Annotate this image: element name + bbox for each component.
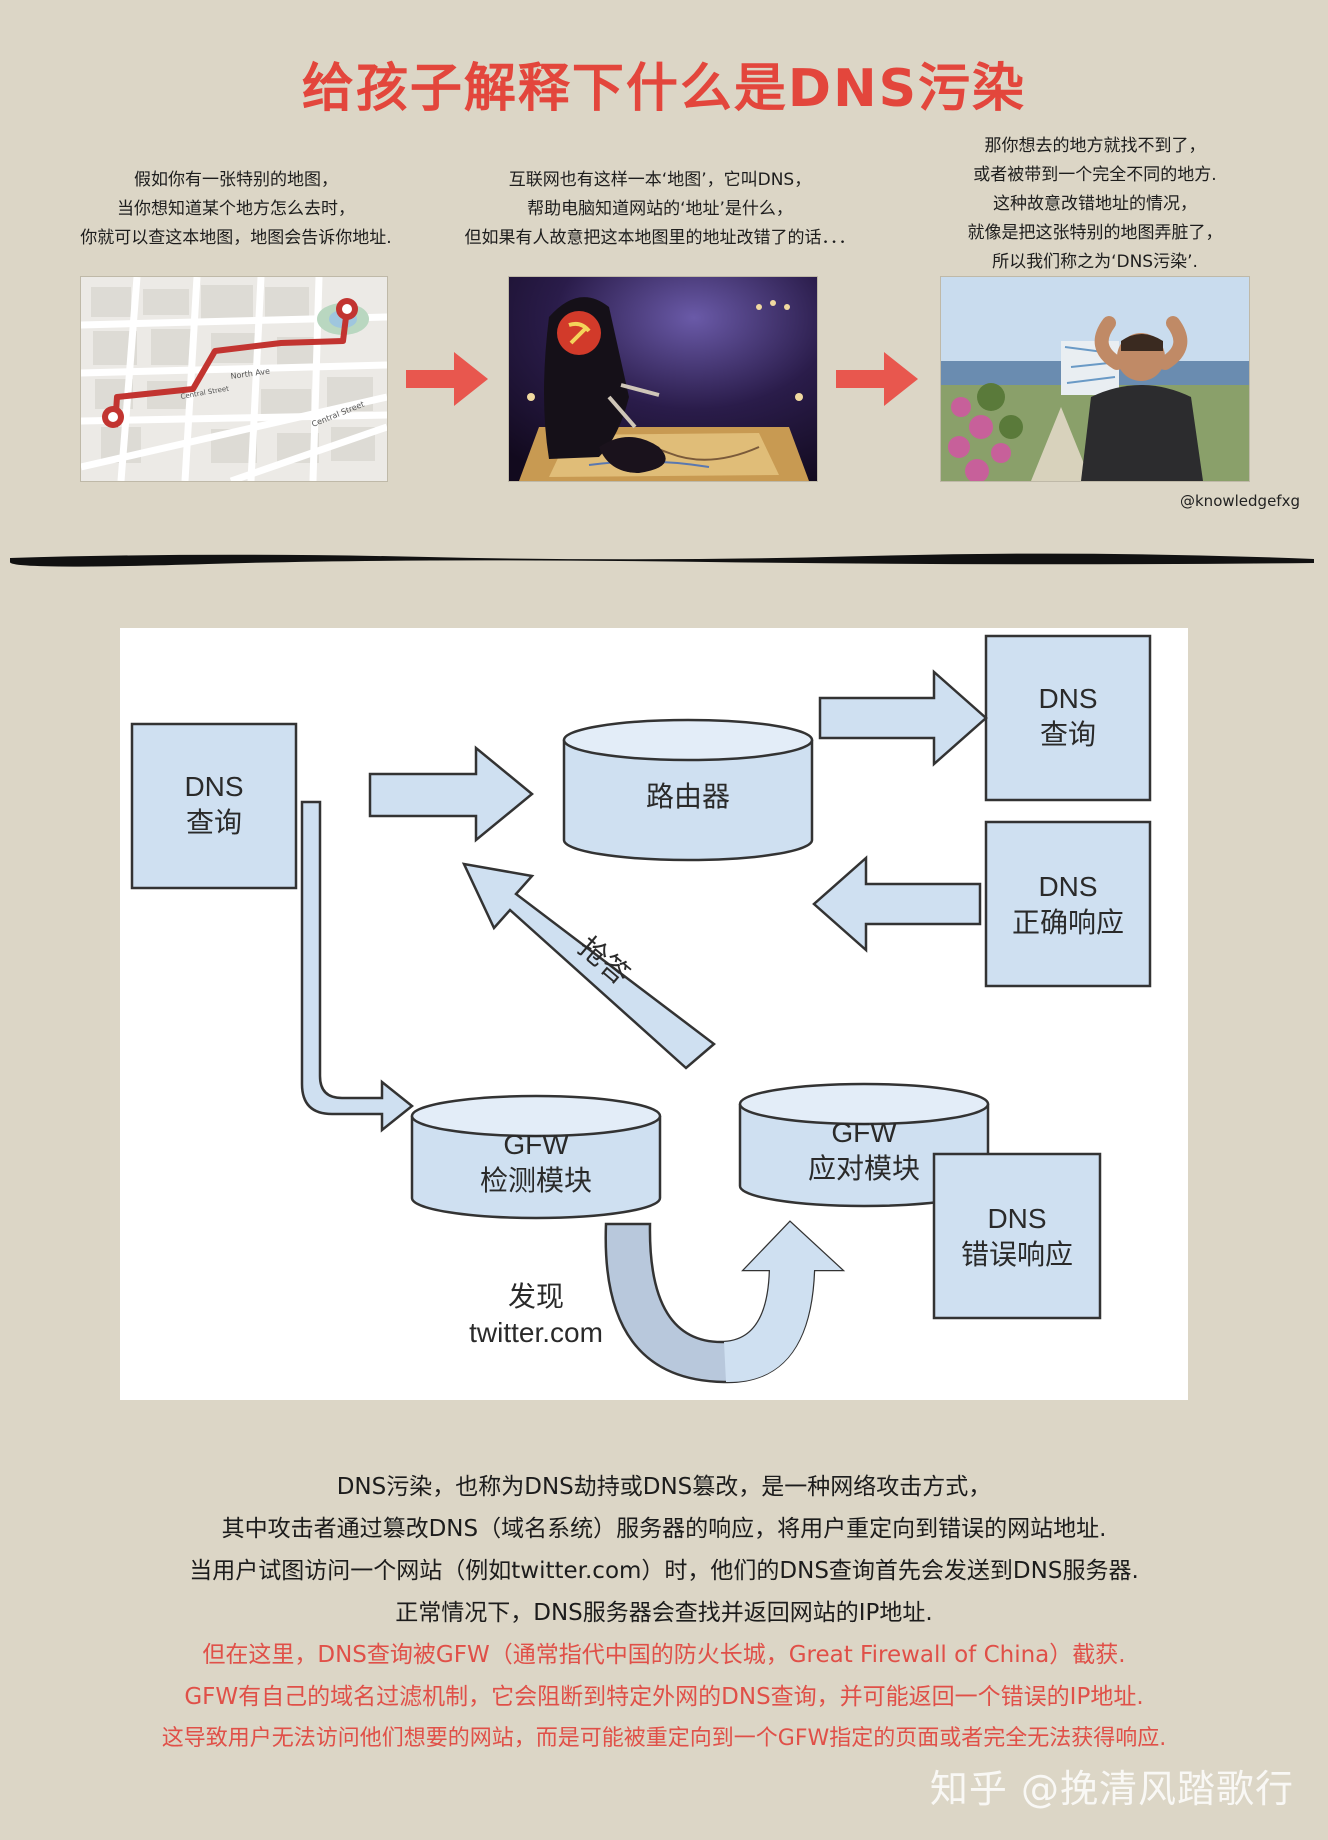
credit-handle: @knowledgefxg [1180, 492, 1300, 510]
caption-line: 那你想去的地方就找不到了， [984, 136, 1206, 156]
gfw-detect-label: 检测模块 [480, 1165, 592, 1196]
caption-line: 帮助电脑知道网站的‘地址’是什么， [527, 199, 793, 219]
paragraph-line: DNS污染，也称为DNS劫持或DNS篡改，是一种网络攻击方式， [336, 1474, 992, 1500]
gfw-respond-label: 应对模块 [808, 1153, 920, 1184]
paragraph-line: 这导致用户无法访问他们想要的网站，而是可能被重定向到一个GFW指定的页面或者完全… [161, 1726, 1167, 1751]
paragraph-line: 但在这里，DNS查询被GFW（通常指代中国的防火长城，Great Firewal… [202, 1642, 1126, 1668]
explanation-paragraph: DNS污染，也称为DNS劫持或DNS篡改，是一种网络攻击方式， 其中攻击者通过篡… [0, 1466, 1328, 1634]
right-arrow-icon [406, 352, 488, 406]
query-to-gfw-arrow [300, 800, 415, 1133]
caption-line: 但如果有人故意把这本地图里的地址改错了的话．．． [464, 228, 856, 248]
gfw-respond-label: GFW [831, 1117, 897, 1148]
gfw-explanation-paragraph: 但在这里，DNS查询被GFW（通常指代中国的防火长城，Great Firewal… [0, 1634, 1328, 1760]
dns-wrong-response-box [932, 1152, 1102, 1320]
dns-wrong-response-label: DNS [987, 1203, 1046, 1234]
caption-line: 互联网也有这样一本‘地图’，它叫DNS， [508, 170, 812, 190]
caption-line: 当你想知道某个地方怎么去时， [117, 199, 355, 219]
correct-response-arrow [812, 855, 982, 953]
page-title: 给孩子解释下什么是DNS污染 [301, 59, 1027, 119]
diagram-canvas: DNS 查询 路由器 DNS 查询 DNS 正确响应 抢答 GFW 检测模块 G… [130, 634, 1152, 1384]
paragraph-line: 正常情况下，DNS服务器会查找并返回网站的IP地址. [395, 1600, 933, 1626]
dns-correct-response-box [984, 820, 1152, 988]
caption-line: 你就可以查这本地图，地图会告诉你地址. [80, 228, 392, 248]
right-arrow-icon [836, 352, 918, 406]
dns-correct-response-label: DNS [1038, 871, 1097, 902]
brush-divider [9, 553, 1314, 567]
panel-3-caption: 那你想去的地方就找不到了， 或者被带到一个完全不同的地方. 这种故意改错地址的情… [925, 132, 1265, 277]
dns-query-right-label: DNS [1038, 683, 1097, 714]
dns-query-right-label: 查询 [1040, 719, 1096, 750]
dns-wrong-response-label: 错误响应 [961, 1239, 1073, 1270]
caption-line: 所以我们称之为‘DNS污染’. [992, 252, 1198, 272]
paragraph-line: 当用户试图访问一个网站（例如twitter.com）时，他们的DNS查询首先会发… [189, 1558, 1139, 1584]
confused-man-image [940, 276, 1250, 482]
router-label: 路由器 [646, 781, 730, 812]
found-label: 发现 [508, 1281, 564, 1312]
caption-line: 这种故意改错地址的情况， [993, 194, 1197, 214]
caption-line: 或者被带到一个完全不同的地方. [973, 165, 1217, 185]
caption-line: 假如你有一张特别的地图， [134, 170, 338, 190]
router-cylinder [562, 740, 814, 862]
paragraph-line: 其中攻击者通过篡改DNS（域名系统）服务器的响应，将用户重定向到错误的网站地址. [221, 1516, 1107, 1542]
query-to-router-arrow [368, 745, 534, 843]
panel-2-caption: 互联网也有这样一本‘地图’，它叫DNS， 帮助电脑知道网站的‘地址’是什么， 但… [430, 166, 890, 253]
dns-query-left-label: 查询 [186, 807, 242, 838]
dns-query-left-label: DNS [184, 771, 243, 802]
dns-query-right-box [984, 634, 1152, 802]
found-label: twitter.com [469, 1317, 603, 1348]
router-to-dns-arrow [818, 669, 988, 767]
dns-correct-response-label: 正确响应 [1012, 907, 1124, 938]
confused-man-illustration [941, 277, 1249, 481]
dns-pollution-diagram: DNS 查询 路由器 DNS 查询 DNS 正确响应 抢答 GFW 检测模块 G… [120, 628, 1188, 1400]
hooded-figure-illustration [509, 277, 817, 481]
panel-1-caption: 假如你有一张特别的地图， 当你想知道某个地方怎么去时， 你就可以查这本地图，地图… [50, 166, 422, 253]
gfw-detect-label: GFW [503, 1129, 569, 1160]
watermark: 知乎 @挽清风踏歌行 [929, 1767, 1294, 1811]
hooded-figure-image [508, 276, 818, 482]
city-map-image: North Ave Central Street Central Street [80, 276, 388, 482]
map-illustration: North Ave Central Street Central Street [81, 277, 387, 481]
caption-line: 就像是把这张特别的地图弄脏了， [967, 223, 1223, 243]
dns-query-left-box [130, 722, 298, 890]
paragraph-line: GFW有自己的域名过滤机制，它会阻断到特定外网的DNS查询，并可能返回一个错误的… [184, 1684, 1144, 1710]
race-answer-arrow [461, 862, 716, 1070]
gfw-detect-cylinder [410, 1116, 662, 1220]
